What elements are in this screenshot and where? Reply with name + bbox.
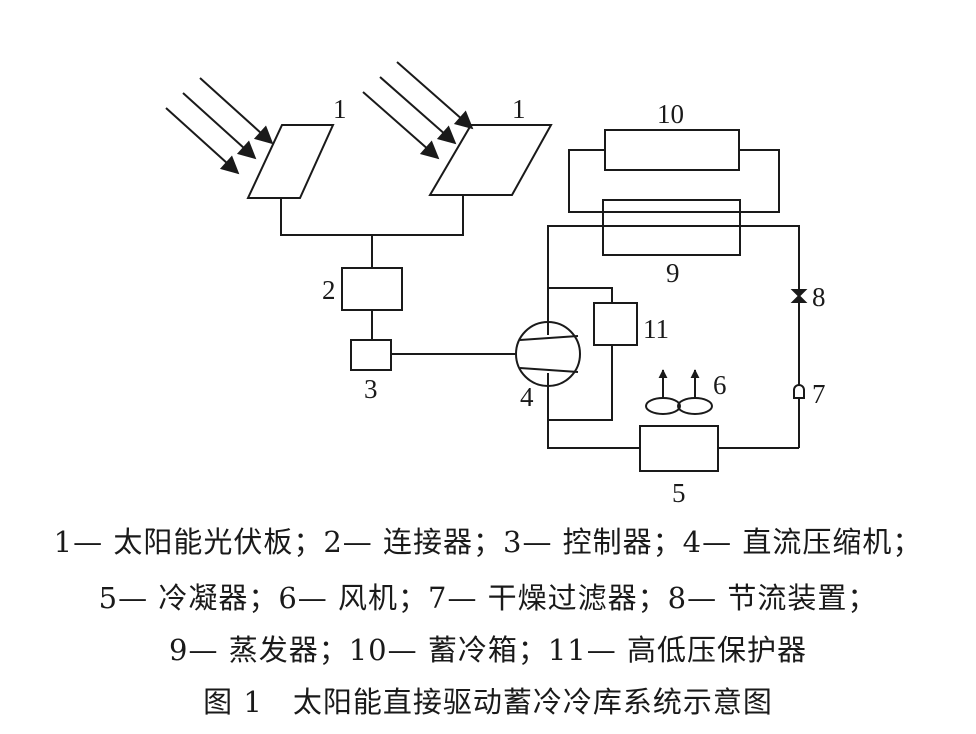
legend-line-1: 1— 太阳能光伏板；2— 连接器；3— 控制器；4— 直流压缩机； [53, 525, 923, 559]
dc-compressor [515, 321, 581, 387]
solar-panel-left [246, 124, 335, 199]
label-solar-panel-2: 1 [512, 94, 526, 124]
storage-box [604, 129, 740, 171]
throttle-valve [790, 289, 808, 303]
figure-caption: 图 1 太阳能直接驱动蓄冷冷库系统示意图 [203, 685, 773, 719]
legend-line-2: 5— 冷凝器；6— 风机；7— 干燥过滤器；8— 节流装置； [98, 581, 878, 615]
label-connector: 2 [322, 275, 336, 305]
label-fan: 6 [713, 370, 727, 400]
connector-box [341, 267, 403, 311]
controller-box [350, 339, 392, 371]
label-evaporator: 9 [666, 258, 680, 288]
panel-wiring [280, 196, 464, 236]
sunlight-rays-left [165, 77, 274, 175]
label-solar-panel-1: 1 [333, 94, 347, 124]
label-condenser: 5 [672, 478, 686, 508]
condenser-box [639, 425, 719, 472]
label-compressor: 4 [520, 382, 534, 412]
label-filter-drier: 7 [812, 379, 826, 409]
fan [645, 369, 713, 415]
solar-panel-right [428, 124, 553, 196]
system-schematic: 1 1 2 3 4 5 6 7 8 9 10 11 [165, 61, 826, 508]
label-storage-box: 10 [657, 99, 684, 129]
label-controller: 3 [364, 374, 378, 404]
label-protector: 11 [643, 314, 669, 344]
legend-line-3: 9— 蒸发器；10— 蓄冷箱；11— 高低压保护器 [169, 633, 807, 667]
label-throttle: 8 [812, 282, 826, 312]
sunlight-rays-right [362, 61, 474, 160]
pressure-protector-box [593, 302, 638, 346]
filter-drier [793, 384, 805, 399]
evaporator-box [602, 199, 741, 256]
